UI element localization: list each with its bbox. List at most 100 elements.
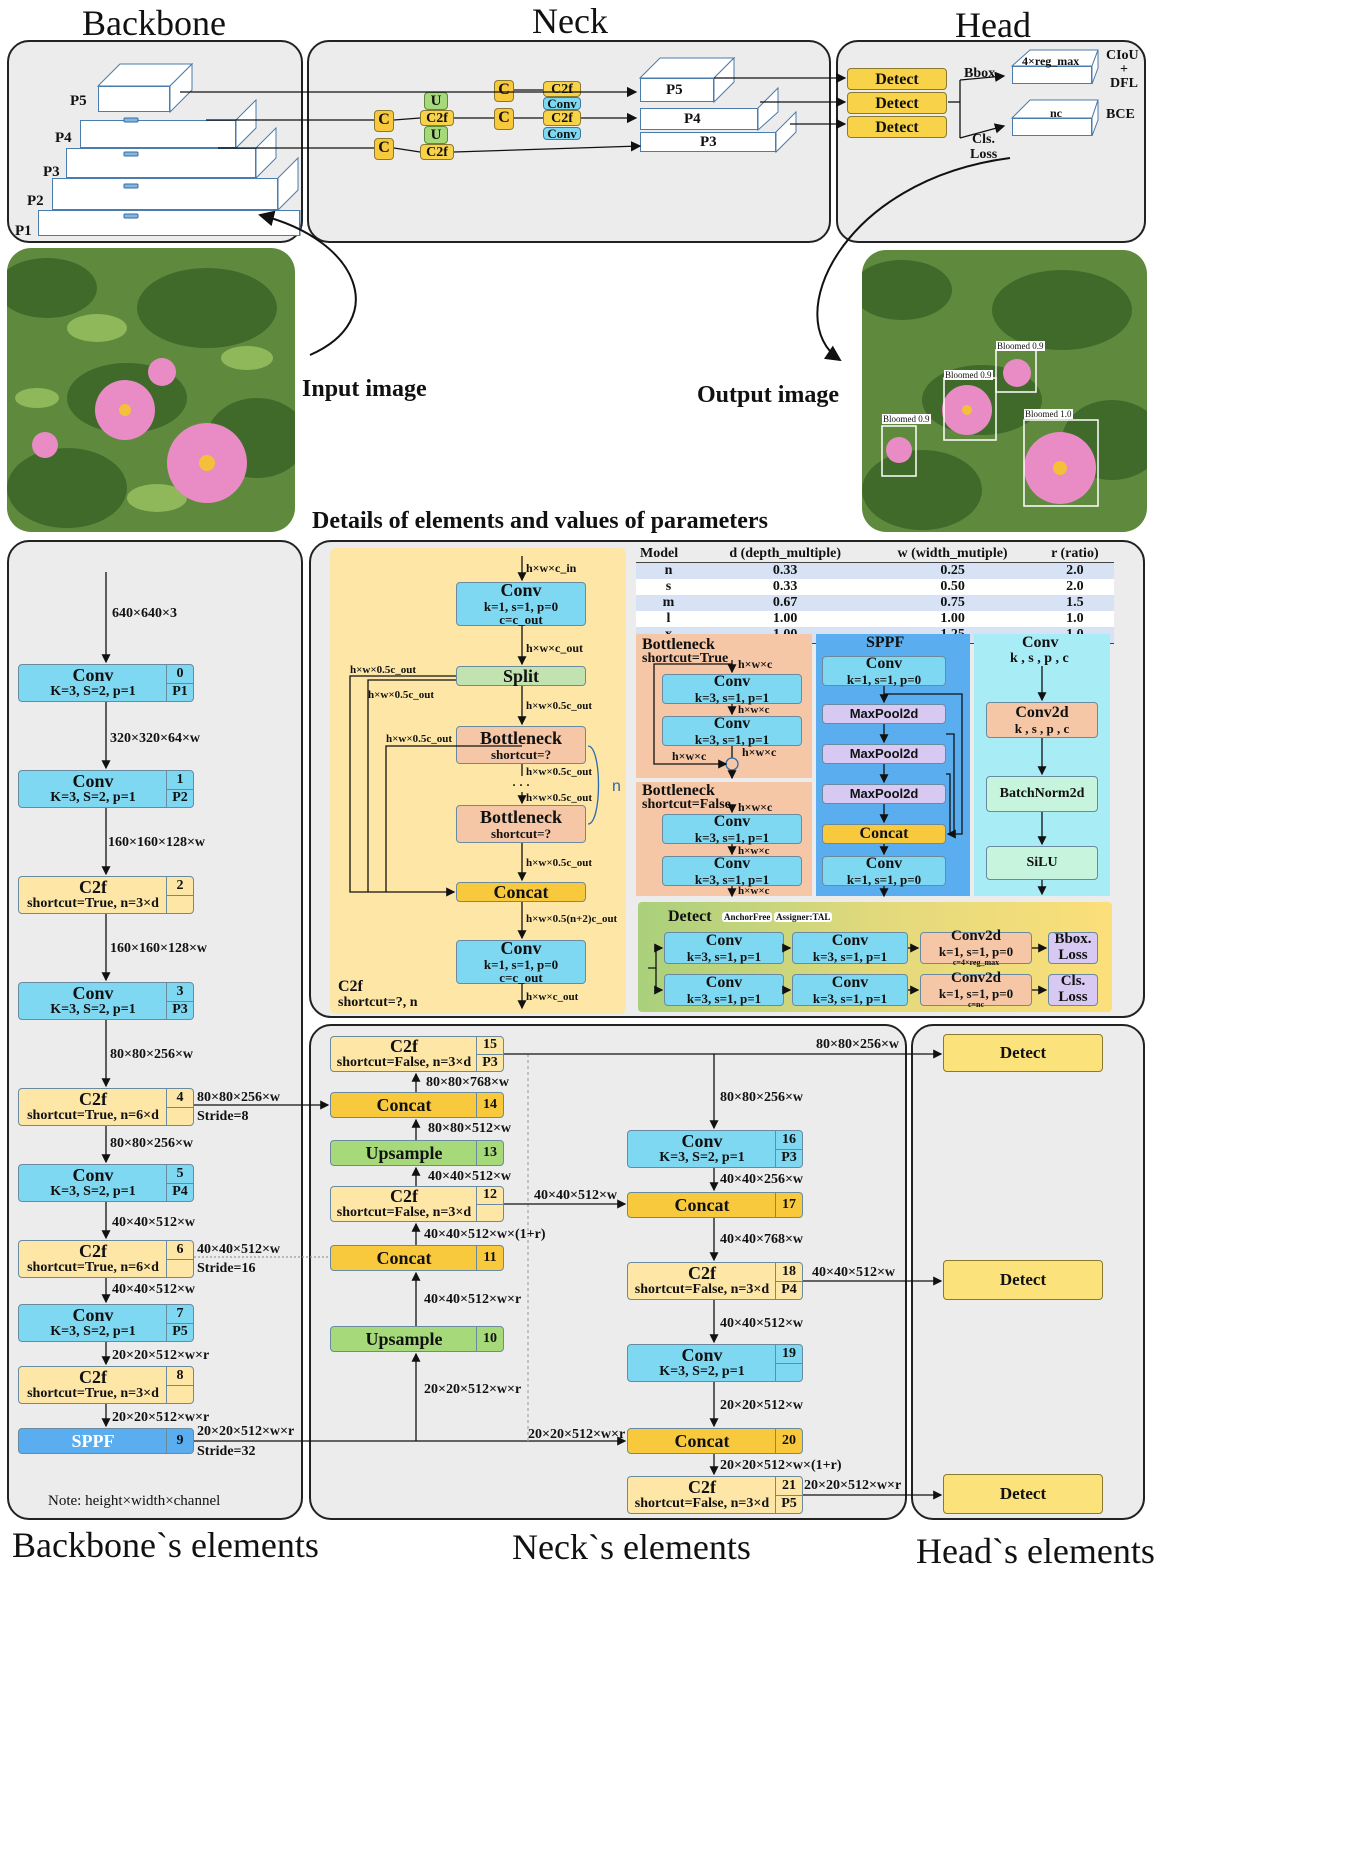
conv-name: Conv	[705, 973, 743, 991]
conv-detail-batchnorm: BatchNorm2d	[986, 776, 1098, 812]
pyramid-slab-p1	[38, 210, 300, 236]
block-index: 19	[782, 1345, 796, 1361]
detection-label-3: Bloomed 0.9	[996, 341, 1045, 351]
table-cell: 0.50	[940, 579, 965, 594]
block-name: Conv	[72, 1305, 114, 1326]
model-params-table: Model d (depth_multiple) w (width_mutipl…	[636, 546, 1114, 644]
bneck-true-sub: shortcut=True	[642, 651, 729, 666]
maxpool-label: MaxPool2d	[849, 706, 919, 722]
neck-elements-title: Neck`s elements	[512, 1527, 751, 1567]
block-name: C2f	[390, 1036, 418, 1057]
table-header: w (width_mutiple)	[897, 546, 1008, 561]
backbone-side-stride-3: Stride=32	[197, 1444, 256, 1459]
backbone-edge-1: 320×320×64×w	[110, 731, 201, 746]
block-name: C2f	[390, 1186, 418, 1207]
block-index: 9	[176, 1433, 184, 1448]
backbone-side-stride-1: Stride=8	[197, 1109, 249, 1124]
conv-params: k=1, s=1, p=0	[846, 871, 922, 887]
block-name: C2f	[79, 877, 107, 898]
bneck-true-title: Bottleneck	[642, 636, 715, 653]
concat-label: Concat	[859, 824, 909, 842]
neck-chip-c-left1: C	[374, 110, 394, 132]
block-params: K=3, S=2, p=1	[50, 790, 136, 806]
neck-title: Neck	[532, 1, 608, 41]
neck-edge-18-19: 40×40×512×w	[720, 1316, 804, 1331]
neck-block-20: Concat 20	[627, 1428, 803, 1454]
conv2d-name: Conv2d	[950, 928, 1002, 945]
c2f-conv1-params: k=1, s=1, p=0	[483, 598, 559, 614]
neck-chip-c2f-2: C2f	[420, 144, 454, 160]
c2f-e4: h×w×0.5c_out	[526, 792, 593, 804]
bbox-loss-2: Loss	[1058, 947, 1088, 963]
block-params: shortcut=False, n=3×d	[634, 1282, 770, 1298]
neck-edge-20-21: 20×20×512×w×(1+r)	[720, 1458, 842, 1473]
block-params: K=3, S=2, p=1	[50, 684, 136, 700]
block-index: 0	[176, 665, 184, 681]
block-index: 12	[483, 1187, 497, 1203]
block-name: Conv	[681, 1345, 723, 1366]
conv-params: k=3, s=1, p=1	[694, 689, 770, 705]
block-index: 16	[782, 1131, 796, 1147]
neck-chip-c-left2: C	[374, 138, 394, 160]
neck-edge-16-17: 40×40×256×w	[720, 1172, 804, 1187]
head-element-detect-2: Detect	[943, 1260, 1103, 1300]
block-name: Concat	[674, 1194, 730, 1215]
backbone-block-9: SPPF 9	[18, 1428, 194, 1454]
output-image-label: Output image	[697, 382, 840, 408]
neck-edge-13-14: 80×80×512×w	[428, 1121, 512, 1136]
block-name: C2f	[79, 1367, 107, 1388]
conv-name: Conv	[713, 714, 751, 732]
block-params: K=3, S=2, p=1	[50, 1184, 136, 1200]
backbone-side-size-1: 80×80×256×w	[197, 1090, 281, 1105]
table-cell: 0.75	[940, 595, 965, 610]
c2f-e2: h×w×0.5c_out	[526, 700, 593, 712]
table-cell: n	[664, 563, 673, 578]
block-name: C2f	[79, 1089, 107, 1110]
detect-detail-tag-2: Assigner:TAL	[774, 912, 833, 922]
sppf-maxpool-1: MaxPool2d	[822, 704, 946, 724]
c2f-conv2-name: Conv	[500, 937, 542, 958]
backbone-elements-panel	[7, 540, 303, 1520]
block-name: Concat	[376, 1094, 432, 1115]
c2f-branch-2: h×w×0.5c_out	[368, 689, 435, 701]
conv-params: k=3, s=1, p=1	[686, 948, 762, 964]
head-title: Head	[955, 5, 1031, 45]
sppf-maxpool-3: MaxPool2d	[822, 784, 946, 804]
conv-detail-silu: SiLU	[986, 846, 1098, 880]
output-image	[862, 250, 1147, 532]
conv-name: Conv	[831, 931, 869, 949]
c2f-dots: · · ·	[512, 778, 531, 792]
neck-edge-19-20: 20×20×512×w	[720, 1398, 804, 1413]
sppf-title: SPPF	[866, 634, 905, 651]
c2f-branch-3: h×w×0.5c_out	[386, 733, 453, 745]
backbone-edge-8: 20×20×512×w×r	[112, 1348, 210, 1363]
bneck-false-title: Bottleneck	[642, 782, 715, 799]
pyramid-slab-p5	[98, 86, 170, 112]
c2f-conv2-c: c=c_out	[499, 970, 543, 986]
backbone-side-size-2: 40×40×512×w	[197, 1242, 281, 1257]
c2f-e3: h×w×0.5c_out	[526, 766, 593, 778]
block-name: Upsample	[365, 1142, 443, 1163]
table-cell: 0.33	[772, 563, 798, 578]
neck-edge-21-out: 20×20×512×w×r	[804, 1478, 902, 1493]
conv2d-c: c=4×reg_max	[952, 957, 1000, 967]
block-index: 13	[483, 1145, 497, 1160]
